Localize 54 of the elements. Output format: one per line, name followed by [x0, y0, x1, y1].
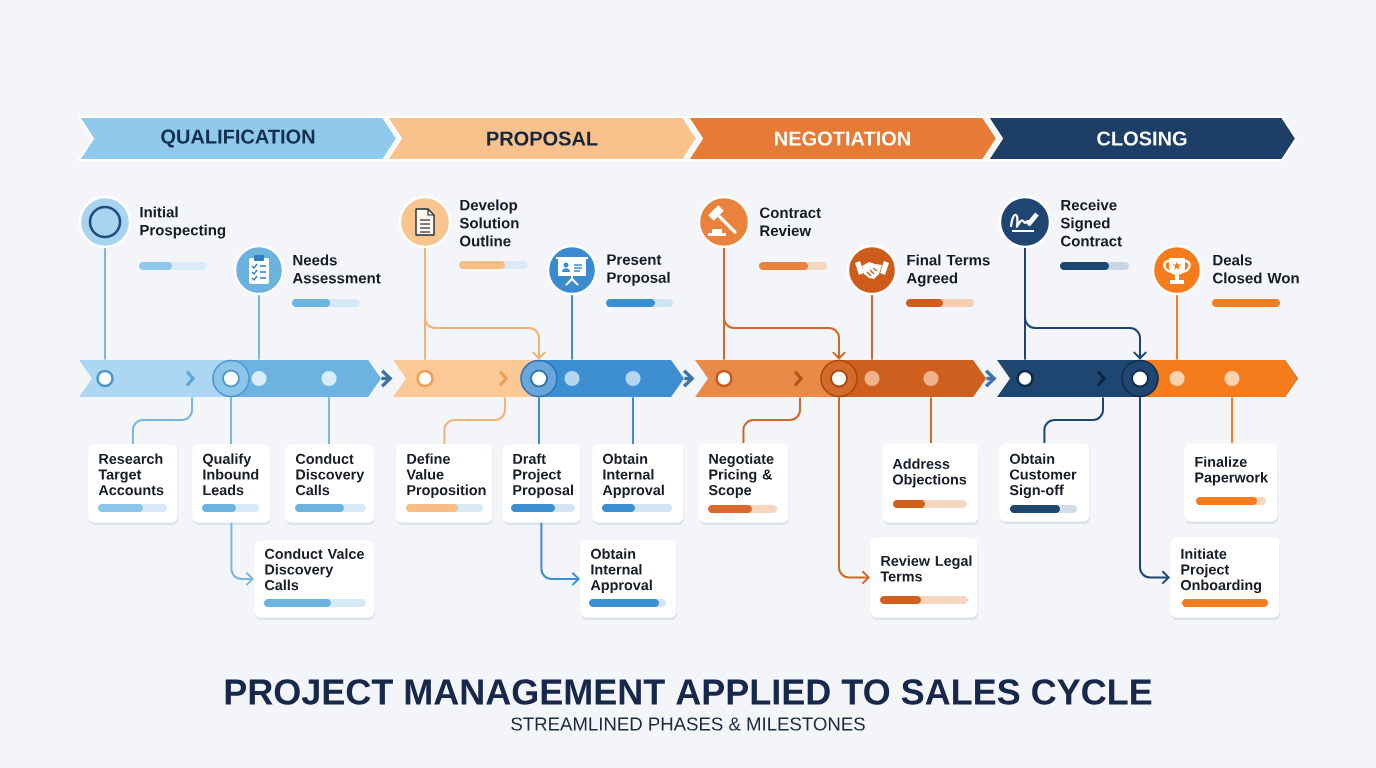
connector-line [742, 396, 801, 444]
connector-line [230, 396, 232, 445]
task-card: Obtain Internal Approval [580, 540, 677, 620]
connector-line [1043, 396, 1104, 444]
task-card: Obtain Internal Approval [592, 444, 684, 525]
task-card: Negotiate Pricing & Scope [698, 443, 789, 525]
connector-line [1231, 396, 1233, 444]
task-card: Draft Project Proposal [502, 444, 581, 525]
arrow [1139, 396, 1170, 585]
connector-line [443, 396, 506, 445]
milestone-label: Receive Signed Contract [1060, 199, 1122, 247]
task-card: Define Value Proposition [396, 444, 493, 525]
task-card: Initiate Project Onboarding [1170, 537, 1280, 620]
task-card: Address Objections [882, 443, 979, 525]
milestone-label: Initial Prospecting [140, 206, 226, 239]
timeline-dot [1121, 359, 1159, 398]
milestone-label: Needs Assessment [292, 254, 381, 284]
phase-banner: NEGOTIATION [686, 116, 999, 161]
connector-line [258, 294, 260, 361]
task-card: Qualify Inbound Leads [192, 444, 271, 525]
subtitle: STREAMLINED PHASES & MILESTONES [511, 717, 865, 731]
arrow [723, 247, 847, 360]
arrow [424, 247, 547, 360]
connector-line [328, 396, 330, 445]
connector-line [104, 247, 106, 361]
timeline-dot [212, 359, 250, 398]
task-card: Conduct Valce Discovery Calls [254, 540, 375, 620]
connector-line [538, 396, 540, 445]
task-card: Obtain Customer Sign-off [999, 443, 1090, 524]
phase-banner: CLOSING [986, 116, 1298, 161]
milestone-label: Final Terms Agreed [906, 254, 990, 287]
milestone-label: Present Proposal [607, 254, 670, 286]
connector-line [131, 396, 193, 445]
arrow [230, 521, 254, 587]
task-card: Review Legal Terms [870, 537, 978, 620]
phase-banner: QUALIFICATION [77, 116, 399, 161]
milestone-label: Deals Closed Won [1213, 254, 1299, 284]
task-card: Finalize Paperwork [1184, 443, 1278, 524]
connector-line [871, 294, 873, 361]
milestone-label: Contract Review [760, 207, 821, 237]
connector-line [571, 294, 573, 361]
task-card: Conduct Discovery Calls [285, 444, 375, 525]
arrow [1024, 247, 1148, 360]
arrow [838, 396, 870, 585]
timeline-dot [520, 359, 558, 398]
title: PROJECT MANAGEMENT APPLIED TO SALES CYCLE [225, 679, 1152, 705]
connector-line [632, 396, 634, 445]
arrow [540, 521, 580, 587]
phase-banner: PROPOSAL [385, 116, 699, 161]
connector-line [1176, 294, 1178, 361]
timeline-dot [820, 359, 858, 398]
task-card: Research Target Accounts [88, 444, 178, 525]
milestone-label: Develop Solution Outline [459, 199, 519, 247]
connector-line [930, 396, 932, 444]
